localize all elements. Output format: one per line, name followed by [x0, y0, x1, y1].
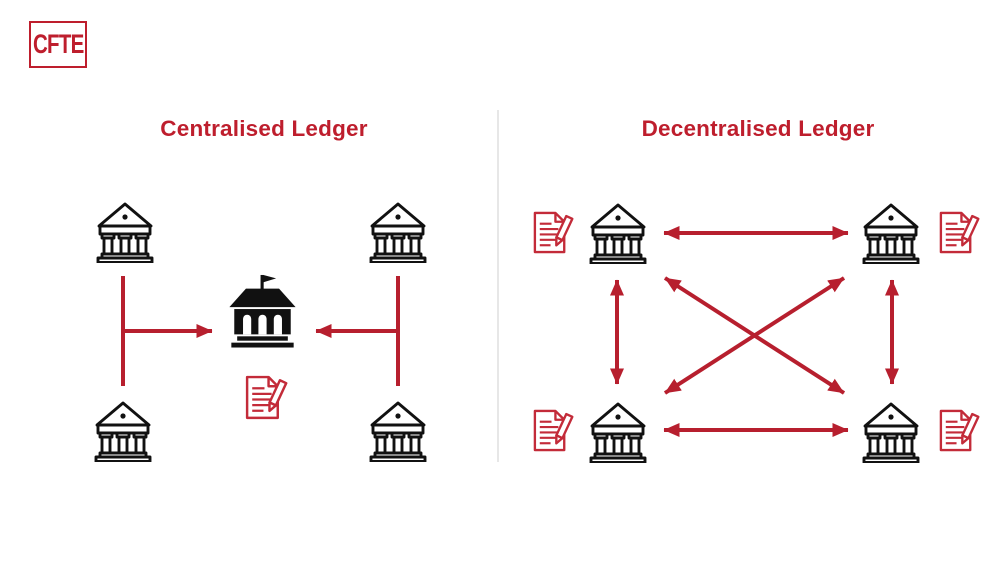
ledger-document-icon-top-right [939, 211, 980, 254]
ledger-document-icon-bottom-right [939, 409, 980, 452]
cfte-logo: CFTE [29, 21, 87, 68]
bank-icon-bottom-right [862, 402, 920, 463]
central-bank-icon [229, 274, 296, 348]
centralised-arrows [121, 276, 400, 386]
bank-icon-top-right [369, 202, 427, 263]
ledger-document-icon-top-left [533, 211, 574, 254]
bank-icon-top-right [862, 203, 920, 264]
panel-divider [497, 110, 499, 462]
decentralised-ledger-title: Decentralised Ledger [641, 116, 875, 141]
bank-icon-bottom-left [94, 401, 152, 462]
bank-icon-top-left [96, 202, 154, 263]
bank-icon-top-left [589, 203, 647, 264]
bank-icon-bottom-left [589, 402, 647, 463]
ledger-document-icon-bottom-left [533, 409, 574, 452]
cfte-logo-text: CFTE [32, 29, 84, 59]
centralised-panel [94, 202, 427, 462]
bank-icon-bottom-right [369, 401, 427, 462]
central-ledger-document-icon [245, 375, 288, 420]
decentralised-arrows [610, 226, 899, 437]
decentralised-panel [533, 203, 980, 463]
centralised-ledger-title: Centralised Ledger [160, 116, 368, 141]
arrow-diagonal-up [663, 276, 846, 395]
